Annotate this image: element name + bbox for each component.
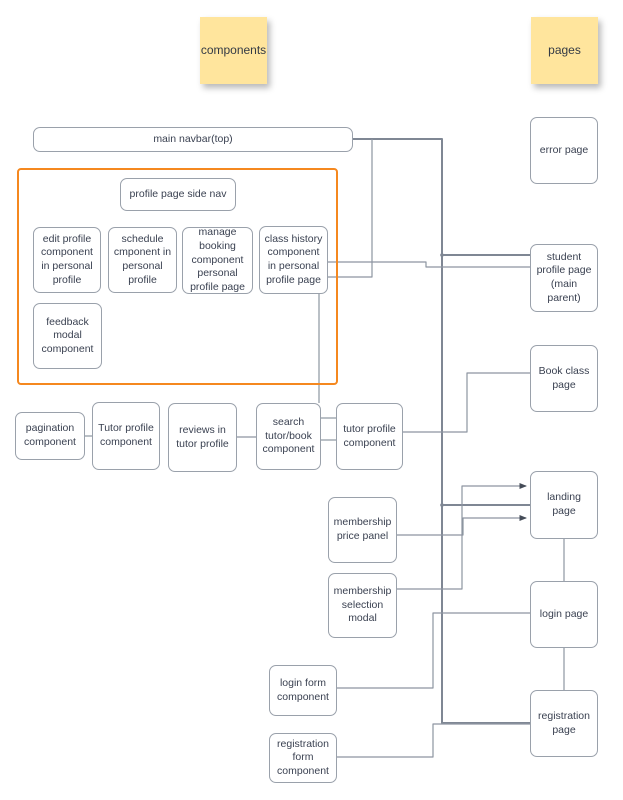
node-tutor-profile-component-right: tutor profile component [336,403,403,470]
node-reviews-in-tutor-profile: reviews in tutor profile [168,403,237,472]
node-book-class-page: Book class page [530,345,598,412]
sticky-pages: pages [531,17,598,84]
node-landing-page: landing page [530,471,598,539]
node-feedback-modal-component: feedback modal component [33,303,102,369]
node-pagination-component: pagination component [15,412,85,460]
node-edit-profile-component: edit profile component in personal profi… [33,227,101,293]
node-main-navbar: main navbar(top) [33,127,353,152]
node-class-history-component: class history component in personal prof… [259,226,328,294]
edge-membership-modal-landing-page [397,483,527,590]
node-search-tutor-book-component: search tutor/book component [256,403,321,470]
node-schedule-component: schedule cmponent in personal profile [108,227,177,293]
node-membership-price-panel: membership price panel [328,497,397,563]
node-manage-booking-component: manage booking component personal profil… [182,226,253,294]
node-student-profile-page: student profile page (main parent) [530,244,598,312]
node-error-page: error page [530,117,598,184]
node-profile-page-side-nav: profile page side nav [120,178,236,211]
edge-login-form-login-page [337,612,530,689]
node-membership-selection-modal: membership selection modal [328,573,397,638]
sticky-components: components [200,17,267,84]
edge-navbar-class-history [328,139,373,278]
edge-navbar-trunk [353,138,530,724]
edge-registration-form-registration-page [337,723,530,758]
group-profile-components-frame [17,168,338,385]
edge-class-history-student-profile-page [328,261,530,268]
edge-membership-price-landing-page [397,515,527,536]
edge-tutor-profile-book-class-page [403,372,530,433]
node-login-page: login page [530,581,598,648]
node-login-form-component: login form component [269,665,337,716]
junction-dot [440,253,444,257]
node-registration-page: registration page [530,690,598,757]
node-tutor-profile-component-left: Tutor profile component [92,402,160,470]
node-registration-form-component: registration form component [269,733,337,783]
junction-dot [440,503,444,507]
